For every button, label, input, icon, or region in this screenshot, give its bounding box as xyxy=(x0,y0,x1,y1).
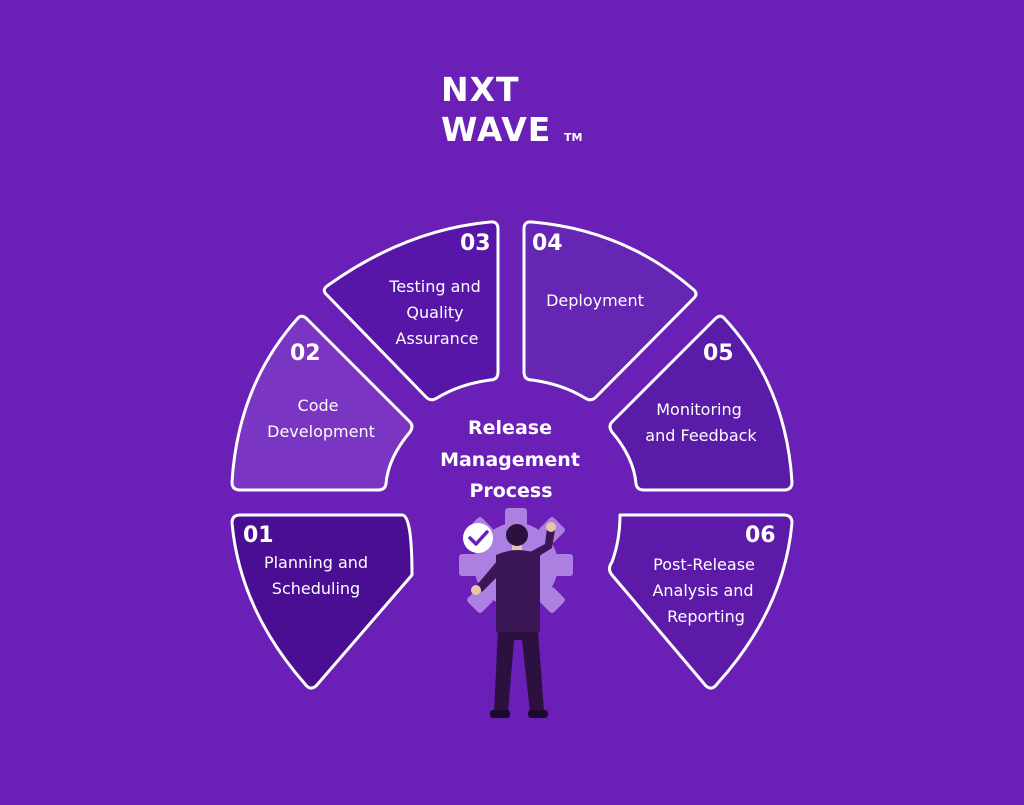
step-05-number: 05 xyxy=(703,341,734,366)
step-02-label-line-2: Development xyxy=(267,422,375,441)
step-06: 06 Post-Release Analysis and Reporting xyxy=(608,513,794,690)
step-01-number: 01 xyxy=(243,523,274,548)
step-06-label-line-3: Reporting xyxy=(667,607,745,626)
step-03-label-line-1: Testing and xyxy=(388,277,480,296)
step-01-label-line-2: Scheduling xyxy=(272,579,360,598)
step-02: 02 Code Development xyxy=(230,314,414,492)
logo-line-2: WAVE xyxy=(441,110,551,149)
center-title-line-2: Management xyxy=(440,449,580,471)
step-05-label-line-2: and Feedback xyxy=(645,426,757,445)
step-02-segment xyxy=(230,314,414,492)
step-01-segment xyxy=(230,513,414,690)
step-04-segment xyxy=(522,220,698,402)
logo-line-1: NXT xyxy=(441,70,520,109)
step-03-segment xyxy=(322,220,500,402)
process-steps: 01 Planning and Scheduling 02 Code Devel… xyxy=(230,220,794,690)
center-title-line-1: Release xyxy=(468,417,552,439)
step-01: 01 Planning and Scheduling xyxy=(230,513,414,690)
step-02-label-line-1: Code xyxy=(298,396,339,415)
logo-trademark: TM xyxy=(564,131,582,144)
person-illustration xyxy=(471,522,556,718)
step-05-segment xyxy=(608,314,794,492)
step-03-label-line-2: Quality xyxy=(406,303,463,322)
step-03-label-line-3: Assurance xyxy=(396,329,479,348)
step-06-number: 06 xyxy=(745,523,776,548)
center-title: Release Management Process xyxy=(440,417,580,502)
step-02-number: 02 xyxy=(290,341,321,366)
step-05-label-line-1: Monitoring xyxy=(656,400,742,419)
center-title-line-3: Process xyxy=(469,480,552,502)
step-06-label-line-1: Post-Release xyxy=(653,555,755,574)
step-06-segment xyxy=(608,513,794,690)
step-04-number: 04 xyxy=(532,231,563,256)
step-05: 05 Monitoring and Feedback xyxy=(608,314,794,492)
step-03: 03 Testing and Quality Assurance xyxy=(322,220,500,402)
step-01-label-line-1: Planning and xyxy=(264,553,368,572)
nxtwave-logo: NXT WAVE TM xyxy=(441,70,582,149)
step-03-number: 03 xyxy=(460,231,491,256)
step-04: 04 Deployment xyxy=(522,220,698,402)
step-04-label-line-1: Deployment xyxy=(546,291,644,310)
check-circle-icon xyxy=(463,523,493,553)
step-06-label-line-2: Analysis and xyxy=(652,581,753,600)
